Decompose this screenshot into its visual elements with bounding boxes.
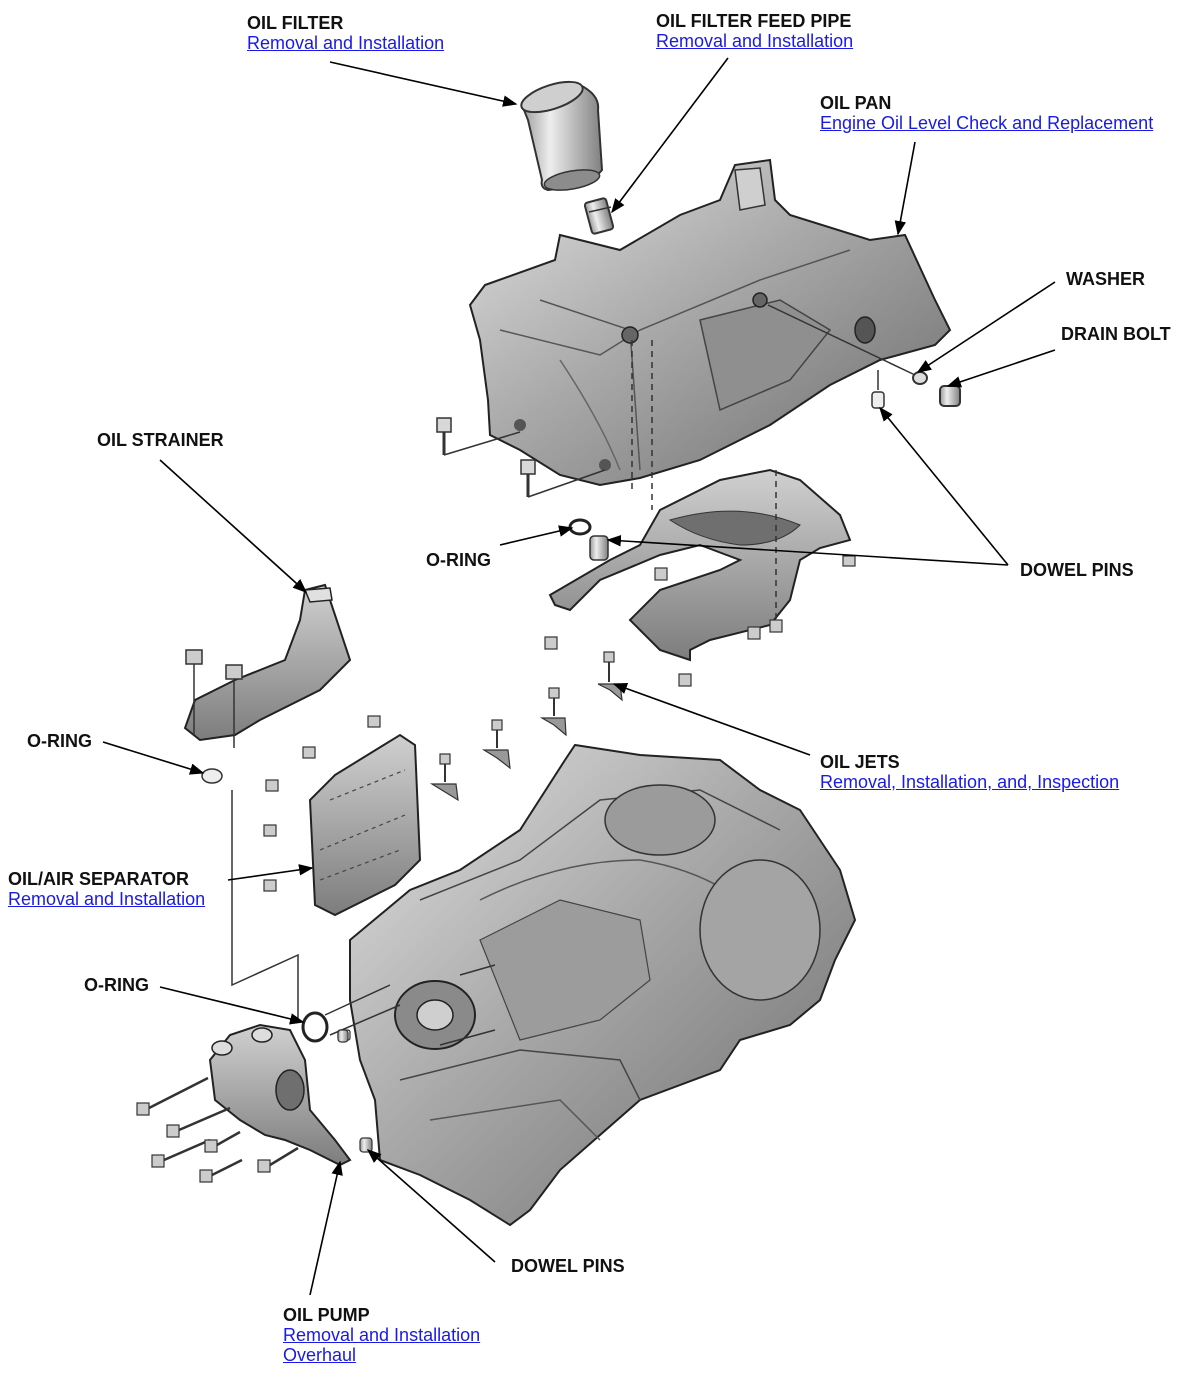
leader-feed-pipe (611, 57, 729, 214)
o-ring-pan-label: O-RING (426, 550, 491, 570)
leader-oil-jets (612, 682, 811, 756)
oil-filter-label: OIL FILTER (247, 13, 344, 33)
oil-jets (429, 651, 623, 802)
callout-oil-pump: OIL PUMP Removal and Installation Overha… (283, 1305, 480, 1365)
oil-jets-removal-link[interactable]: Removal, Installation, and, Inspection (820, 772, 1120, 792)
callout-dowel-pins-pump: DOWEL PINS (511, 1256, 625, 1276)
baffle-bolts (544, 555, 856, 687)
dowel-pins-pump-label: DOWEL PINS (511, 1256, 625, 1276)
oil-filter-feed-pipe-label: OIL FILTER FEED PIPE (656, 11, 852, 31)
oil-filter-feed-pipe (583, 197, 615, 235)
oil-pan (468, 158, 952, 510)
o-ring-pump-label: O-RING (84, 975, 149, 995)
oil-air-separator-removal-link[interactable]: Removal and Installation (8, 889, 206, 909)
pan-o-ring-dowel (568, 518, 609, 561)
callout-washer: WASHER (1066, 269, 1145, 289)
washer-label: WASHER (1066, 269, 1146, 289)
oil-pump (136, 1023, 352, 1183)
engine-block (324, 743, 857, 1227)
callout-oil-pan: OIL PAN Engine Oil Level Check and Repla… (820, 93, 1153, 133)
leader-dowel-pan-2 (606, 535, 1009, 566)
oil-air-separator (263, 715, 422, 917)
o-ring-strainer-label: O-RING (27, 731, 92, 751)
leader-drain-bolt (946, 349, 1056, 388)
oil-pump-overhaul-link[interactable]: Overhaul (283, 1345, 357, 1365)
leader-oil-strainer (159, 459, 308, 593)
oil-strainer (183, 583, 352, 1018)
oil-filter (520, 80, 604, 192)
callout-drain-bolt: DRAIN BOLT (1061, 324, 1171, 344)
leader-oil-pan (894, 141, 916, 236)
oil-pan-label: OIL PAN (820, 93, 892, 113)
leader-lines (102, 57, 1056, 1296)
callout-oil-filter: OIL FILTER Removal and Installation (247, 13, 444, 53)
callout-o-ring-pump: O-RING (84, 975, 149, 995)
oil-air-separator-label: OIL/AIR SEPARATOR (8, 869, 190, 889)
drain-hardware (767, 304, 961, 409)
baffle-plate (548, 468, 852, 662)
callout-oil-filter-feed-pipe: OIL FILTER FEED PIPE Removal and Install… (656, 11, 853, 51)
oil-filter-removal-link[interactable]: Removal and Installation (247, 33, 445, 53)
dowel-pins-pan-label: DOWEL PINS (1020, 560, 1134, 580)
leader-o-ring-pan (499, 525, 574, 546)
oil-jets-label: OIL JETS (820, 752, 900, 772)
leader-oil-filter (329, 61, 518, 107)
oil-level-check-link[interactable]: Engine Oil Level Check and Replacement (820, 113, 1154, 133)
leader-dowel-pan-1 (879, 406, 1009, 566)
leader-oil-pump (309, 1160, 343, 1296)
oil-strainer-label: OIL STRAINER (97, 430, 224, 450)
leader-o-ring-strainer (102, 741, 205, 775)
callout-oil-air-separator: OIL/AIR SEPARATOR Removal and Installati… (8, 869, 205, 909)
oil-pan-bolts (436, 417, 606, 498)
callout-oil-strainer: OIL STRAINER (97, 430, 224, 450)
leader-separator (227, 864, 314, 881)
pump-o-ring-dowels (301, 1011, 373, 1153)
oil-pump-removal-link[interactable]: Removal and Installation (283, 1325, 481, 1345)
callout-dowel-pins-pan: DOWEL PINS (1020, 560, 1134, 580)
callout-o-ring-strainer: O-RING (27, 731, 92, 751)
callout-oil-jets: OIL JETS Removal, Installation, and, Ins… (820, 752, 1119, 792)
oil-filter-feed-pipe-removal-link[interactable]: Removal and Installation (656, 31, 854, 51)
oil-pump-label: OIL PUMP (283, 1305, 370, 1325)
callout-o-ring-pan: O-RING (426, 550, 491, 570)
drain-bolt-label: DRAIN BOLT (1061, 324, 1171, 344)
leader-dowel-pump (366, 1149, 496, 1263)
leader-washer (916, 281, 1056, 373)
leader-o-ring-pump (159, 986, 305, 1025)
